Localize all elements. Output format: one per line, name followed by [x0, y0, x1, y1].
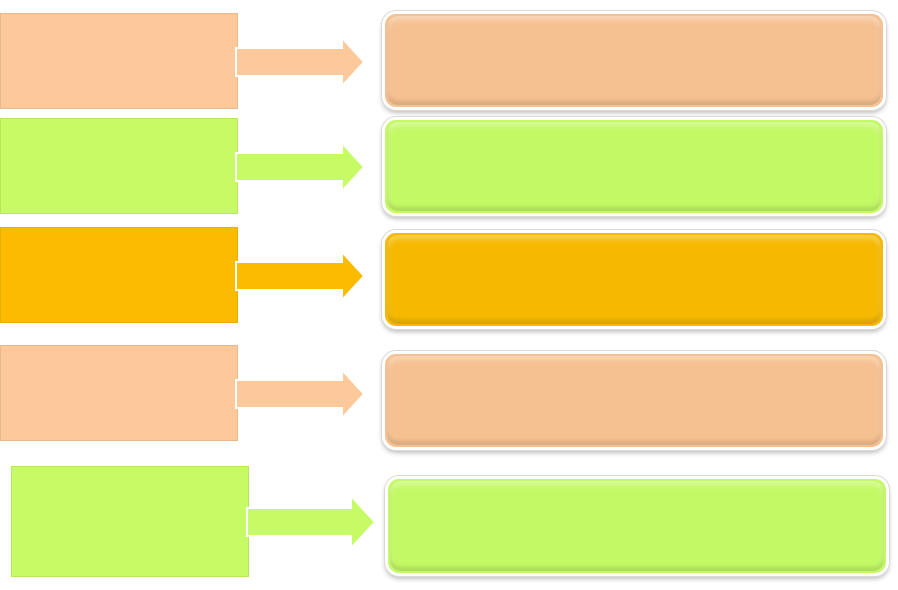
- arrow-right-icon: [235, 367, 366, 421]
- target-box-fill-2: [387, 122, 881, 211]
- source-box-1: [0, 13, 238, 109]
- source-box-3: [0, 227, 238, 323]
- source-box-2: [0, 118, 238, 214]
- target-box-3: [382, 230, 886, 329]
- source-box-4: [0, 345, 238, 441]
- arrow-right-icon: [235, 249, 366, 303]
- arrow-right-icon: [235, 140, 366, 194]
- target-box-fill-4: [387, 356, 881, 445]
- target-box-5: [385, 476, 889, 576]
- arrow-shape-2: [235, 140, 366, 194]
- target-box-4: [382, 351, 886, 450]
- arrow-shape-3: [235, 249, 366, 303]
- source-box-5: [11, 466, 249, 577]
- arrow-right-icon: [235, 35, 366, 89]
- target-box-fill-5: [390, 481, 884, 571]
- target-box-2: [382, 117, 886, 216]
- arrow-shape-1: [235, 35, 366, 89]
- target-box-fill-1: [387, 16, 881, 105]
- target-box-1: [382, 11, 886, 110]
- target-box-fill-3: [387, 235, 881, 324]
- arrow-shape-4: [235, 367, 366, 421]
- arrow-shape-5: [246, 493, 377, 551]
- arrow-right-icon: [246, 493, 377, 551]
